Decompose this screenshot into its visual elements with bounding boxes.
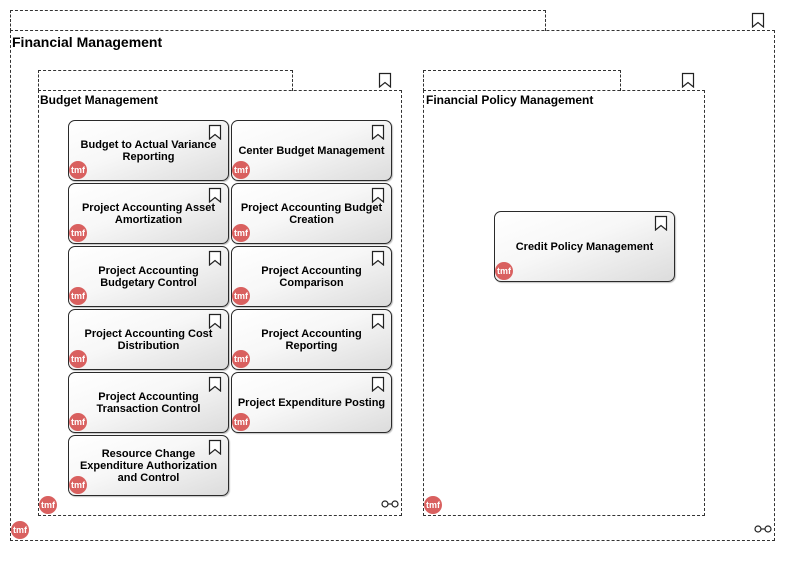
function-label: Project Accounting Comparison [261, 264, 362, 289]
tmf-badge: tmf [69, 476, 87, 494]
function-label: Resource Change Expenditure Authorizatio… [79, 447, 218, 484]
bookmark-icon [371, 124, 385, 140]
function-card-credit-policy-management[interactable]: Credit Policy Management tmf [494, 211, 675, 282]
tmf-badge: tmf [69, 161, 87, 179]
bookmark-icon [751, 12, 765, 28]
budget-management-group[interactable] [38, 90, 402, 516]
budget-management-title: Budget Management [40, 93, 159, 107]
tmf-badge: tmf [69, 224, 87, 242]
financial-management-title: Financial Management [12, 34, 163, 50]
tmf-badge: tmf [11, 521, 29, 539]
tmf-badge: tmf [69, 287, 87, 305]
tmf-badge: tmf [69, 413, 87, 431]
bookmark-icon [208, 250, 222, 266]
bookmark-icon [654, 215, 668, 231]
function-card-project-accounting-cost-distribution[interactable]: Project Accounting Cost Distribution tmf [68, 309, 229, 370]
tmf-badge: tmf [39, 496, 57, 514]
function-card-budget-to-actual-variance-reporting[interactable]: Budget to Actual Variance Reporting tmf [68, 120, 229, 181]
function-label: Budget to Actual Variance Reporting [80, 138, 217, 163]
financial-management-tab [10, 10, 546, 31]
bookmark-icon [208, 439, 222, 455]
bookmark-icon [378, 72, 392, 88]
function-label: Project Accounting Reporting [261, 327, 362, 352]
function-label: Project Accounting Transaction Control [96, 390, 201, 415]
tmf-badge: tmf [232, 287, 250, 305]
function-card-project-accounting-reporting[interactable]: Project Accounting Reporting tmf [231, 309, 392, 370]
function-card-project-accounting-transaction-control[interactable]: Project Accounting Transaction Control t… [68, 372, 229, 433]
bookmark-icon [681, 72, 695, 88]
bookmark-icon [208, 187, 222, 203]
bookmark-icon [208, 313, 222, 329]
function-label: Project Accounting Budgetary Control [98, 264, 199, 289]
bookmark-icon [371, 250, 385, 266]
financial-policy-management-tab [423, 70, 621, 91]
bookmark-icon [208, 376, 222, 392]
link-icon [754, 525, 772, 533]
budget-management-tab [38, 70, 293, 91]
tmf-badge: tmf [232, 224, 250, 242]
function-label: Project Accounting Asset Amortization [81, 201, 216, 226]
function-label: Project Accounting Cost Distribution [84, 327, 213, 352]
tmf-badge: tmf [424, 496, 442, 514]
bookmark-icon [371, 313, 385, 329]
bookmark-icon [371, 187, 385, 203]
function-label: Project Accounting Budget Creation [240, 201, 383, 226]
bookmark-icon [371, 376, 385, 392]
function-card-project-accounting-asset-amortization[interactable]: Project Accounting Asset Amortization tm… [68, 183, 229, 244]
function-card-resource-change-expenditure-authorization-and-control[interactable]: Resource Change Expenditure Authorizatio… [68, 435, 229, 496]
tmf-badge: tmf [495, 262, 513, 280]
financial-policy-management-title: Financial Policy Management [426, 93, 594, 107]
link-icon [381, 500, 399, 508]
tmf-badge: tmf [232, 161, 250, 179]
tmf-badge: tmf [232, 350, 250, 368]
function-card-center-budget-management[interactable]: Center Budget Management tmf [231, 120, 392, 181]
function-label: Project Expenditure Posting [237, 396, 386, 409]
financial-policy-management-group[interactable] [423, 90, 705, 516]
function-card-project-accounting-budgetary-control[interactable]: Project Accounting Budgetary Control tmf [68, 246, 229, 307]
function-card-project-accounting-comparison[interactable]: Project Accounting Comparison tmf [231, 246, 392, 307]
function-label: Credit Policy Management [515, 240, 654, 253]
function-label: Center Budget Management [238, 144, 385, 157]
function-card-project-expenditure-posting[interactable]: Project Expenditure Posting tmf [231, 372, 392, 433]
financial-management-group[interactable] [10, 30, 775, 541]
tmf-badge: tmf [232, 413, 250, 431]
function-card-project-accounting-budget-creation[interactable]: Project Accounting Budget Creation tmf [231, 183, 392, 244]
bookmark-icon [208, 124, 222, 140]
tmf-badge: tmf [69, 350, 87, 368]
